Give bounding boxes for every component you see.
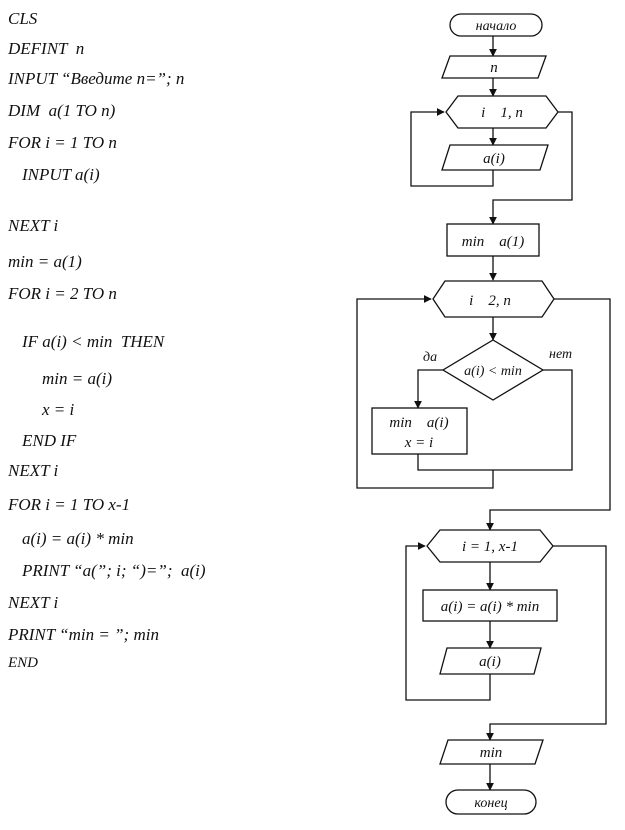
code-line: INPUT a(i) [22, 165, 100, 184]
loop1-exit-edge [489, 111, 573, 225]
loop3-label: i = 1, x-1 [462, 539, 518, 555]
loop3-exit-edge [486, 545, 607, 741]
end-terminator [445, 789, 537, 815]
code-line: DIM a(1 TO n) [8, 101, 116, 120]
no-branch-edge [493, 369, 573, 471]
condition-label: a(i) < min [464, 364, 522, 379]
yes-label: да [423, 350, 437, 365]
code-line: END [8, 655, 38, 671]
loop1-label: i 1, n [481, 105, 523, 121]
loop1-back-edge [410, 108, 494, 187]
code-line: x = i [42, 400, 75, 419]
code-line: PRINT “min = ”; min [8, 625, 159, 644]
code-line: min = a(1) [8, 252, 82, 271]
multiply-label: a(i) = a(i) * min [441, 599, 539, 615]
assign-block-line1: min a(i) [389, 415, 448, 431]
basic-code-listing: CLS DEFINT n INPUT “Введите n=”; n DIM a… [8, 9, 206, 671]
loop2-back-edge [356, 295, 494, 489]
assign-block-line2: x = i [404, 435, 433, 451]
code-line: END IF [22, 431, 77, 450]
yes-join-edge [417, 454, 493, 471]
input-ai-label: a(i) [483, 151, 505, 167]
loop3-hexagon [426, 529, 554, 563]
code-line: PRINT “a(”; i; “)=”; a(i) [22, 561, 206, 580]
code-line: NEXT i [8, 461, 59, 480]
code-line: FOR i = 1 TO n [8, 133, 117, 152]
output-ai-label: a(i) [479, 654, 501, 670]
code-line: FOR i = 1 TO x-1 [8, 495, 131, 514]
input-n-block [441, 55, 547, 79]
loop1-hexagon [445, 95, 559, 129]
code-line: NEXT i [8, 216, 59, 235]
output-ai-block [439, 647, 542, 675]
end-label: конец [474, 796, 507, 811]
code-line: a(i) = a(i) * min [22, 529, 134, 548]
yes-branch-edge [414, 369, 443, 409]
loop2-label: i 2, n [469, 293, 511, 309]
code-line: IF a(i) < min THEN [22, 332, 165, 351]
loop2-exit-edge [486, 298, 611, 531]
code-line: FOR i = 2 TO n [8, 284, 117, 303]
input-n-label: n [490, 60, 498, 76]
loop3-back-edge [405, 542, 491, 701]
code-line: NEXT i [8, 593, 59, 612]
loop2-hexagon [432, 280, 555, 318]
start-label: начало [476, 19, 517, 34]
code-line: CLS [8, 9, 38, 28]
code-line: DEFINT n [8, 39, 85, 58]
output-min-block [439, 739, 544, 765]
assign-min-label: min a(1) [462, 234, 525, 250]
code-line: min = a(i) [42, 369, 113, 388]
input-ai-block [441, 144, 549, 171]
start-terminator [449, 13, 543, 37]
code-line: INPUT “Введите n=”; n [8, 69, 185, 88]
condition-diamond [441, 339, 545, 401]
assign-min-x-block [371, 407, 468, 455]
output-min-label: min [480, 745, 503, 761]
no-label: нет [549, 347, 572, 362]
